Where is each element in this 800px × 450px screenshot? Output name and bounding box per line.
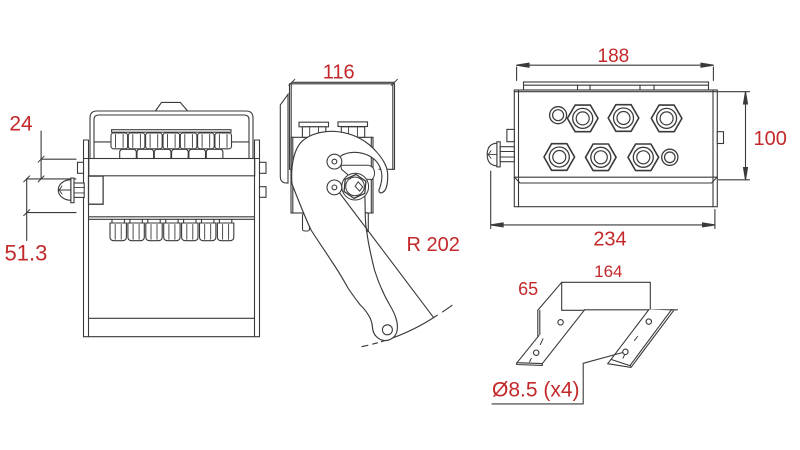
svg-text:Ø8.5 (x4): Ø8.5 (x4) — [492, 378, 580, 401]
svg-text:65: 65 — [518, 279, 538, 299]
svg-text:164: 164 — [594, 262, 622, 281]
svg-text:R 202: R 202 — [407, 234, 460, 256]
svg-text:188: 188 — [598, 46, 630, 67]
svg-text:234: 234 — [593, 229, 626, 251]
svg-text:51.3: 51.3 — [4, 240, 47, 265]
svg-text:24: 24 — [9, 113, 33, 136]
svg-text:116: 116 — [323, 62, 355, 84]
svg-text:100: 100 — [754, 128, 787, 150]
